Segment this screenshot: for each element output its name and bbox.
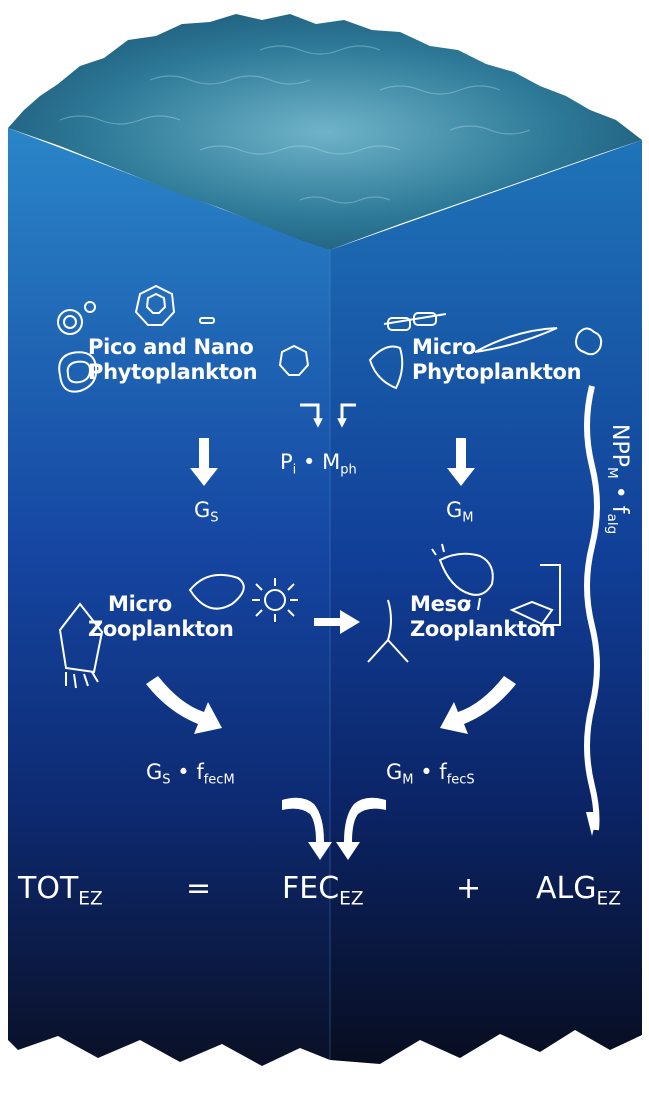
micro-zoo-label: Micro Zooplankton	[108, 592, 234, 642]
pi-mph-flux: Pi • Mph	[280, 450, 357, 483]
gm-flux: GM	[446, 498, 474, 531]
tot-ez-term: TOTEZ	[18, 872, 103, 917]
plus-sign: +	[456, 872, 481, 906]
pico-nano-phyto-label: Pico and Nano Phytoplankton	[88, 335, 257, 385]
equals-sign: =	[186, 872, 211, 906]
gm-ffecs-flux: GM • ffecS	[386, 760, 475, 793]
npp-falg-flux: NPPM • falg	[604, 424, 632, 534]
gs-ffecm-flux: GS • ffecM	[146, 760, 235, 793]
alg-ez-term: ALGEZ	[536, 872, 621, 917]
fec-ez-term: FECEZ	[282, 872, 364, 917]
gs-flux: GS	[194, 498, 219, 531]
meso-zoo-label: Meso Zooplankton	[410, 592, 556, 642]
micro-phyto-label: Micro Phytoplankton	[412, 335, 581, 385]
